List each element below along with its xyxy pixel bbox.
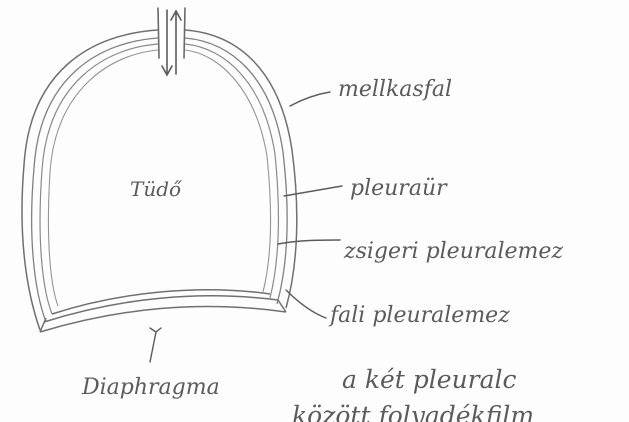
trachea-tube <box>158 8 185 58</box>
visceral-pleura-label: zsigeri pleuralemez <box>343 239 563 264</box>
pleural-cavity-label: pleuraür <box>350 176 448 201</box>
note-line-2: között folyadékfilm <box>292 401 534 422</box>
diaphragm-leader <box>150 332 156 362</box>
chest-wall-label: mellkasfal <box>338 77 452 102</box>
diaphragm-shape <box>40 290 286 332</box>
note-line-1: a két pleuralc <box>342 365 517 394</box>
airflow-arrows <box>162 10 181 75</box>
pleural-cavity-leader <box>284 186 342 196</box>
parietal-pleura-label: fali pleuralemez <box>328 303 510 328</box>
chest-wall-leader <box>290 92 330 106</box>
leader-lines <box>150 92 342 362</box>
diaphragm-label: Diaphragma <box>81 375 220 400</box>
lung-label: Tüdő <box>130 177 182 201</box>
parietal-pleura-leader <box>286 290 326 318</box>
visceral-pleura-leader <box>278 240 340 244</box>
